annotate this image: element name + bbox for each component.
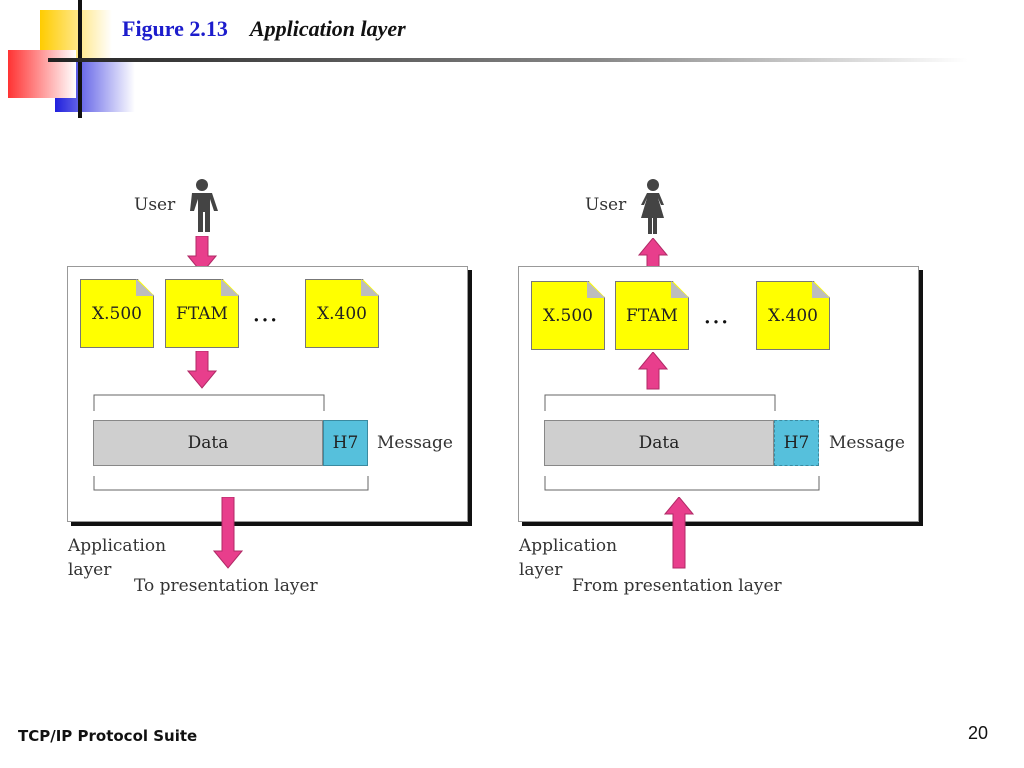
woman-icon xyxy=(641,179,664,234)
user-label-left: User xyxy=(134,195,176,215)
data-block-left: Data xyxy=(93,420,323,466)
layer-label-right-2: layer xyxy=(519,560,563,580)
slide-title: Figure 2.13 Application layer xyxy=(122,16,406,42)
arrow-down-icon xyxy=(187,236,217,274)
message-bracket-bottom xyxy=(544,476,820,491)
data-bracket-top xyxy=(544,394,776,411)
figure-title: Application layer xyxy=(249,16,406,41)
layer-label-right-1: Application xyxy=(519,536,618,556)
to-presentation-label: To presentation layer xyxy=(134,576,318,596)
layer-label-left-2: layer xyxy=(68,560,112,580)
data-bracket-top xyxy=(93,394,325,411)
user-label-right: User xyxy=(585,195,627,215)
ellipsis-left: … xyxy=(252,298,278,328)
corner-decoration xyxy=(8,0,968,118)
h7-header-right: H7 xyxy=(774,420,819,466)
layer-label-left-1: Application xyxy=(68,536,167,556)
figure-label: Figure 2.13 xyxy=(122,16,228,41)
message-label-right: Message xyxy=(829,433,905,453)
arrow-up-icon xyxy=(638,352,668,390)
h7-header-left: H7 xyxy=(323,420,368,466)
arrow-down-icon xyxy=(213,497,243,569)
man-icon xyxy=(190,179,218,232)
doc-ftam-right: FTAM xyxy=(615,281,689,350)
data-block-right: Data xyxy=(544,420,774,466)
message-label-left: Message xyxy=(377,433,453,453)
doc-x400-right: X.400 xyxy=(756,281,830,350)
footer-text: TCP/IP Protocol Suite xyxy=(18,727,198,745)
page-number: 20 xyxy=(968,723,989,743)
message-bracket-bottom xyxy=(93,476,369,491)
ellipsis-right: … xyxy=(703,300,729,330)
arrow-down-icon xyxy=(187,351,217,389)
arrow-up-icon xyxy=(664,497,694,569)
doc-ftam-left: FTAM xyxy=(165,279,239,348)
from-presentation-label: From presentation layer xyxy=(572,576,782,596)
